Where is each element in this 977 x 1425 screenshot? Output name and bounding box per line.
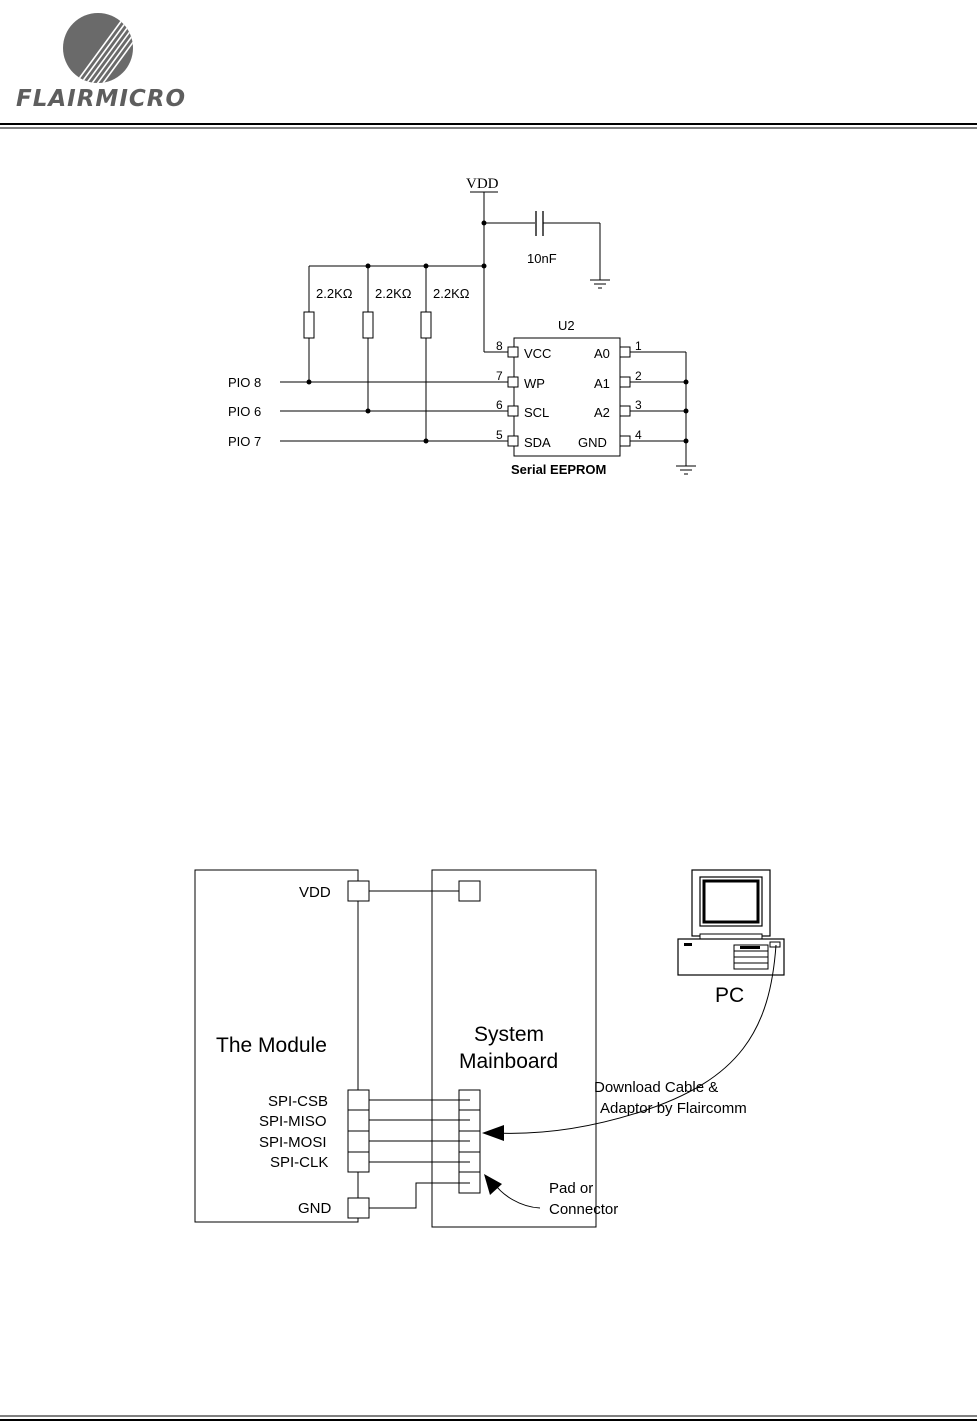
chip-pin-7: 7 WP (496, 369, 545, 391)
chip-pin-6: 6 SCL (496, 398, 549, 420)
chip-pin-4: 4 GND (578, 428, 642, 450)
pad-pointer (494, 1183, 540, 1208)
resistor-r2 (363, 312, 373, 338)
net-pio6: PIO 6 (228, 404, 261, 419)
pad-label-line2: Connector (549, 1201, 618, 1218)
svg-text:VCC: VCC (524, 346, 551, 361)
mainboard-box (432, 870, 596, 1227)
resistor-r3 (421, 312, 431, 338)
svg-text:GND: GND (578, 435, 607, 450)
cable-arrowhead (482, 1125, 504, 1141)
svg-text:6: 6 (496, 398, 503, 412)
resistor-label-2: 2.2KΩ (375, 286, 412, 301)
cable-label-line1: Download Cable & (594, 1079, 718, 1096)
net-pio7: PIO 7 (228, 434, 261, 449)
svg-text:SDA: SDA (524, 435, 551, 450)
svg-text:A1: A1 (594, 376, 610, 391)
module-pin-spi-csb: SPI-CSB (268, 1093, 328, 1110)
chip-reference: U2 (558, 318, 575, 333)
chip-pin-1: 1 A0 (594, 339, 642, 361)
svg-text:2: 2 (635, 369, 642, 383)
mainboard-vdd-pad (459, 881, 480, 901)
svg-text:A2: A2 (594, 405, 610, 420)
cable-label-line2: Adaptor by Flaircomm (600, 1100, 747, 1117)
footer-rule (0, 1414, 977, 1422)
module-label: The Module (216, 1034, 327, 1057)
module-pin-vdd: VDD (299, 884, 331, 901)
pad-arrowhead (484, 1174, 502, 1195)
svg-text:SCL: SCL (524, 405, 549, 420)
module-pin-spi-clk: SPI-CLK (270, 1154, 328, 1171)
svg-text:4: 4 (635, 428, 642, 442)
svg-text:A0: A0 (594, 346, 610, 361)
pc-icon (678, 870, 784, 975)
svg-text:1: 1 (635, 339, 642, 353)
module-pin-spi-mosi: SPI-MOSI (259, 1134, 327, 1151)
mainboard-label-line1: System (474, 1023, 544, 1046)
chip-pin-3: 3 A2 (594, 398, 642, 420)
chip-ground-icon (676, 466, 696, 474)
spi-download-diagram: The Module System Mainboard VDD SPI-CSB … (0, 850, 977, 1250)
module-pin-spi-miso: SPI-MISO (259, 1113, 327, 1130)
eeprom-schematic: VDD 10nF 2.2KΩ 2.2KΩ 2.2KΩ PIO 8 PIO 6 P… (0, 0, 977, 500)
resistor-label-1: 2.2KΩ (316, 286, 353, 301)
resistor-r1 (304, 312, 314, 338)
chip-pin-5: 5 SDA (496, 428, 551, 450)
resistor-label-3: 2.2KΩ (433, 286, 470, 301)
chip-pin-8: 8 VCC (496, 339, 551, 361)
pc-label: PC (715, 984, 744, 1007)
svg-text:WP: WP (524, 376, 545, 391)
net-pio8: PIO 8 (228, 375, 261, 390)
svg-text:7: 7 (496, 369, 503, 383)
svg-text:3: 3 (635, 398, 642, 412)
chip-caption: Serial EEPROM (511, 462, 606, 477)
mainboard-label-line2: Mainboard (459, 1050, 558, 1073)
chip-pin-2: 2 A1 (594, 369, 642, 391)
svg-text:8: 8 (496, 339, 503, 353)
capacitor-value: 10nF (527, 251, 557, 266)
module-pin-gnd: GND (298, 1200, 332, 1217)
vdd-supply-label: VDD (466, 176, 499, 192)
capacitor-ground-icon (590, 280, 610, 288)
svg-text:5: 5 (496, 428, 503, 442)
pad-label-line1: Pad or (549, 1180, 593, 1197)
